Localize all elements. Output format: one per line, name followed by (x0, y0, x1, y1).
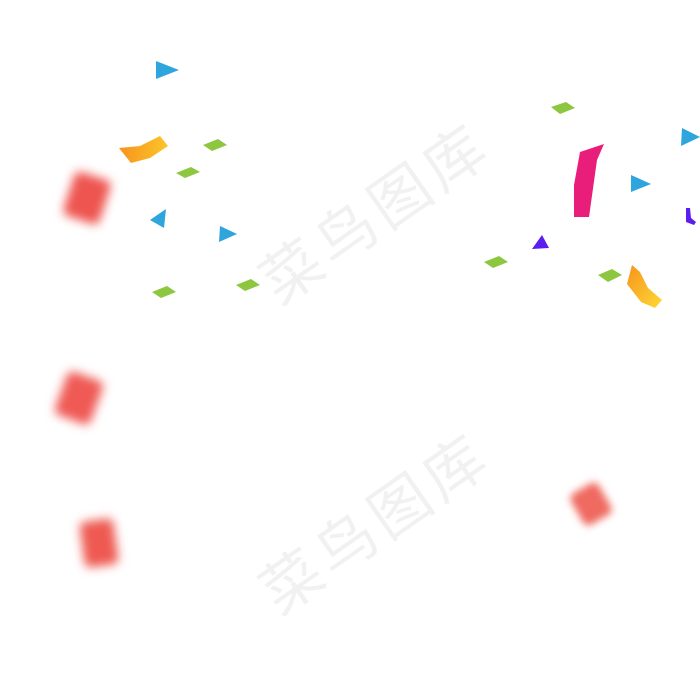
confetti-green-piece (203, 139, 227, 151)
confetti-blurred-red-piece (78, 517, 120, 569)
confetti-orange-ribbon (119, 136, 168, 163)
confetti-purple-piece (686, 208, 696, 225)
confetti-purple-triangle (532, 235, 549, 249)
confetti-magenta-ribbon (574, 144, 604, 217)
confetti-green-piece (598, 269, 622, 282)
confetti-green-piece (152, 286, 176, 298)
confetti-green-piece (484, 256, 508, 268)
confetti-cyan-triangle (150, 209, 166, 228)
confetti-green-piece (551, 102, 575, 114)
confetti-cyan-triangle (681, 128, 700, 146)
confetti-green-piece (176, 167, 200, 178)
confetti-cyan-triangle (156, 61, 179, 79)
confetti-orange-ribbon (627, 265, 662, 308)
confetti-cyan-triangle (631, 175, 651, 192)
confetti-cyan-triangle (219, 226, 237, 242)
confetti-green-piece (236, 279, 260, 291)
